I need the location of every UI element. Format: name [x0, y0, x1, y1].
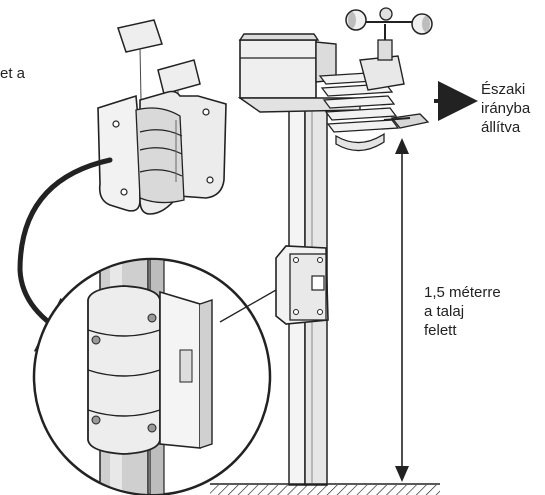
zoom-detail-circle	[32, 257, 272, 495]
label-height-above-ground: 1,5 méterre a talaj felett	[424, 283, 501, 340]
anemometer-cup-center	[379, 7, 393, 21]
zoom-connector-line	[219, 289, 277, 323]
mounting-bracket	[97, 90, 227, 215]
height-dimension-arrow	[395, 138, 409, 482]
label-north-line-2: irányba	[481, 100, 531, 117]
curved-arrow	[17, 157, 113, 352]
anemometer-cup-left	[345, 9, 367, 31]
label-left-text: et a	[0, 65, 26, 82]
label-height-line-3: felett	[424, 322, 457, 339]
label-north-line-1: Északi	[481, 81, 526, 98]
label-left-fragment: et a	[0, 64, 25, 83]
label-north-line-3: állítva	[481, 119, 521, 136]
weather-sensor	[237, 7, 433, 152]
pole-mount	[275, 245, 329, 325]
anemometer-cup-right	[411, 13, 433, 35]
mounting-plate-top	[117, 19, 163, 101]
label-north-orientation: Északi irányba állítva	[481, 80, 530, 137]
label-height-line-1: 1,5 méterre	[424, 284, 501, 301]
ground-hatch	[210, 483, 440, 495]
label-height-line-2: a talaj	[424, 303, 465, 320]
